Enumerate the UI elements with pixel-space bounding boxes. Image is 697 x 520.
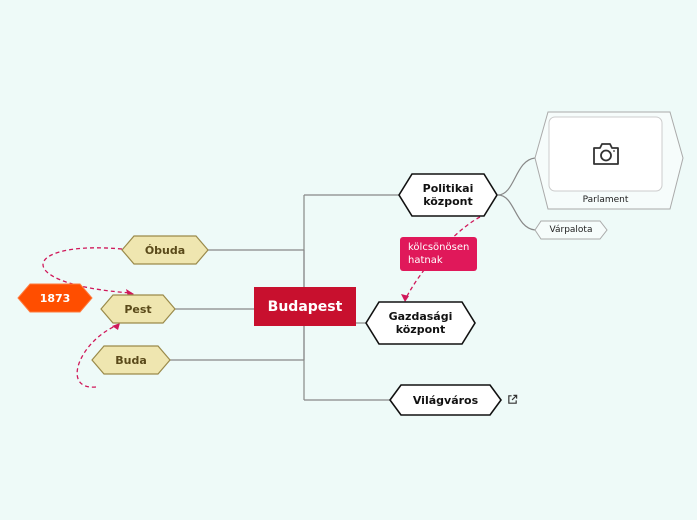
topic-buda[interactable]: Buda [115,353,147,367]
varpalota-node-shape [534,220,608,240]
year-badge[interactable]: 1873 [39,291,71,305]
subtopic-parlament[interactable]: Parlament [582,194,629,205]
year-badge-shape [17,283,93,313]
relationship-obuda-pest [42,247,133,294]
topic-pest[interactable]: Pest [124,302,152,316]
relationship-curves [42,216,481,388]
relationship-note-shape [400,237,477,271]
external-link-icon[interactable] [507,394,518,405]
vilagvaros-node-shape [389,384,502,416]
connector-varpalota [497,194,536,231]
topic-gazdasagi-kozpont[interactable]: Gazdasági központ [388,310,453,336]
center-node[interactable]: Budapest [267,298,343,315]
relationship-politikai-gazdasagi [404,216,481,301]
center-node-shape [254,287,356,326]
topic-obuda[interactable]: Óbuda [144,243,186,257]
camera-icon [593,143,619,165]
topic-vilagvaros[interactable]: Világváros [412,393,479,407]
politikai-node-shape [398,173,498,217]
connector-parlament [497,157,536,196]
relationship-note[interactable]: kölcsönösen hatnak [408,242,470,266]
arrowhead-gazdasagi [401,294,409,302]
gazdasagi-node-shape [365,301,476,345]
parlament-image-frame [548,116,663,192]
subtopic-varpalota[interactable]: Várpalota [549,225,593,235]
topic-politikai-kozpont[interactable]: Politikai központ [422,182,474,208]
buda-node-shape [91,345,171,375]
obuda-node-shape [121,235,209,265]
relationship-buda-pest [76,324,119,388]
arrowhead-pest-bottom [112,323,120,330]
pest-node-shape [100,294,176,324]
